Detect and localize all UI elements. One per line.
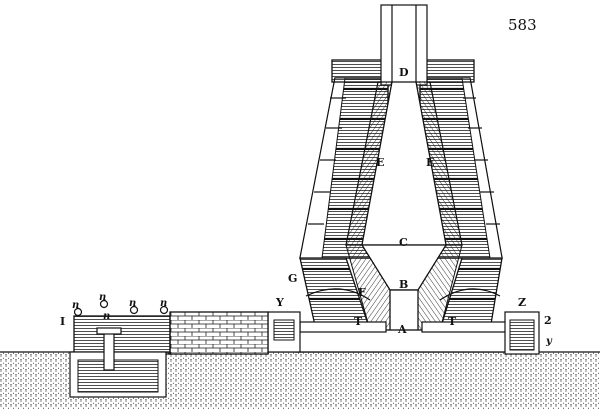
label-i: I [60, 315, 65, 328]
iron-binding-bands [308, 97, 500, 225]
label-f: F [358, 286, 366, 299]
regulator-box-y [267, 311, 301, 353]
label-e-left: E [376, 156, 384, 169]
label-d: D [399, 66, 409, 79]
label-e-right: E [426, 156, 434, 169]
label-t-left: T [354, 315, 363, 328]
label-n4: n [160, 298, 167, 309]
label-2: 2 [544, 314, 552, 327]
valve-wheel [129, 305, 139, 315]
brick-flue [169, 311, 269, 355]
label-y: Y [275, 296, 284, 309]
valve-wheel [73, 307, 83, 317]
valve-wheel [159, 305, 169, 315]
regulator-box-z [504, 311, 540, 355]
label-n3: n [129, 298, 136, 309]
label-y-small: y [545, 336, 553, 347]
label-n5: n [103, 311, 110, 322]
label-t-right: T [448, 315, 457, 328]
label-n2: n [99, 292, 106, 303]
blowing-engine [69, 299, 171, 398]
plate-number: 583 [508, 16, 537, 34]
label-c: C [399, 236, 408, 249]
label-b: B [399, 278, 408, 291]
label-g: G [288, 272, 297, 285]
tuyere-arches [299, 257, 503, 331]
valve-wheel [99, 299, 109, 309]
furnace-chimney [331, 4, 475, 86]
label-n1: n [72, 300, 79, 311]
furnace-shaft [345, 81, 463, 346]
label-a: A [397, 323, 407, 336]
label-z: Z [518, 296, 526, 309]
